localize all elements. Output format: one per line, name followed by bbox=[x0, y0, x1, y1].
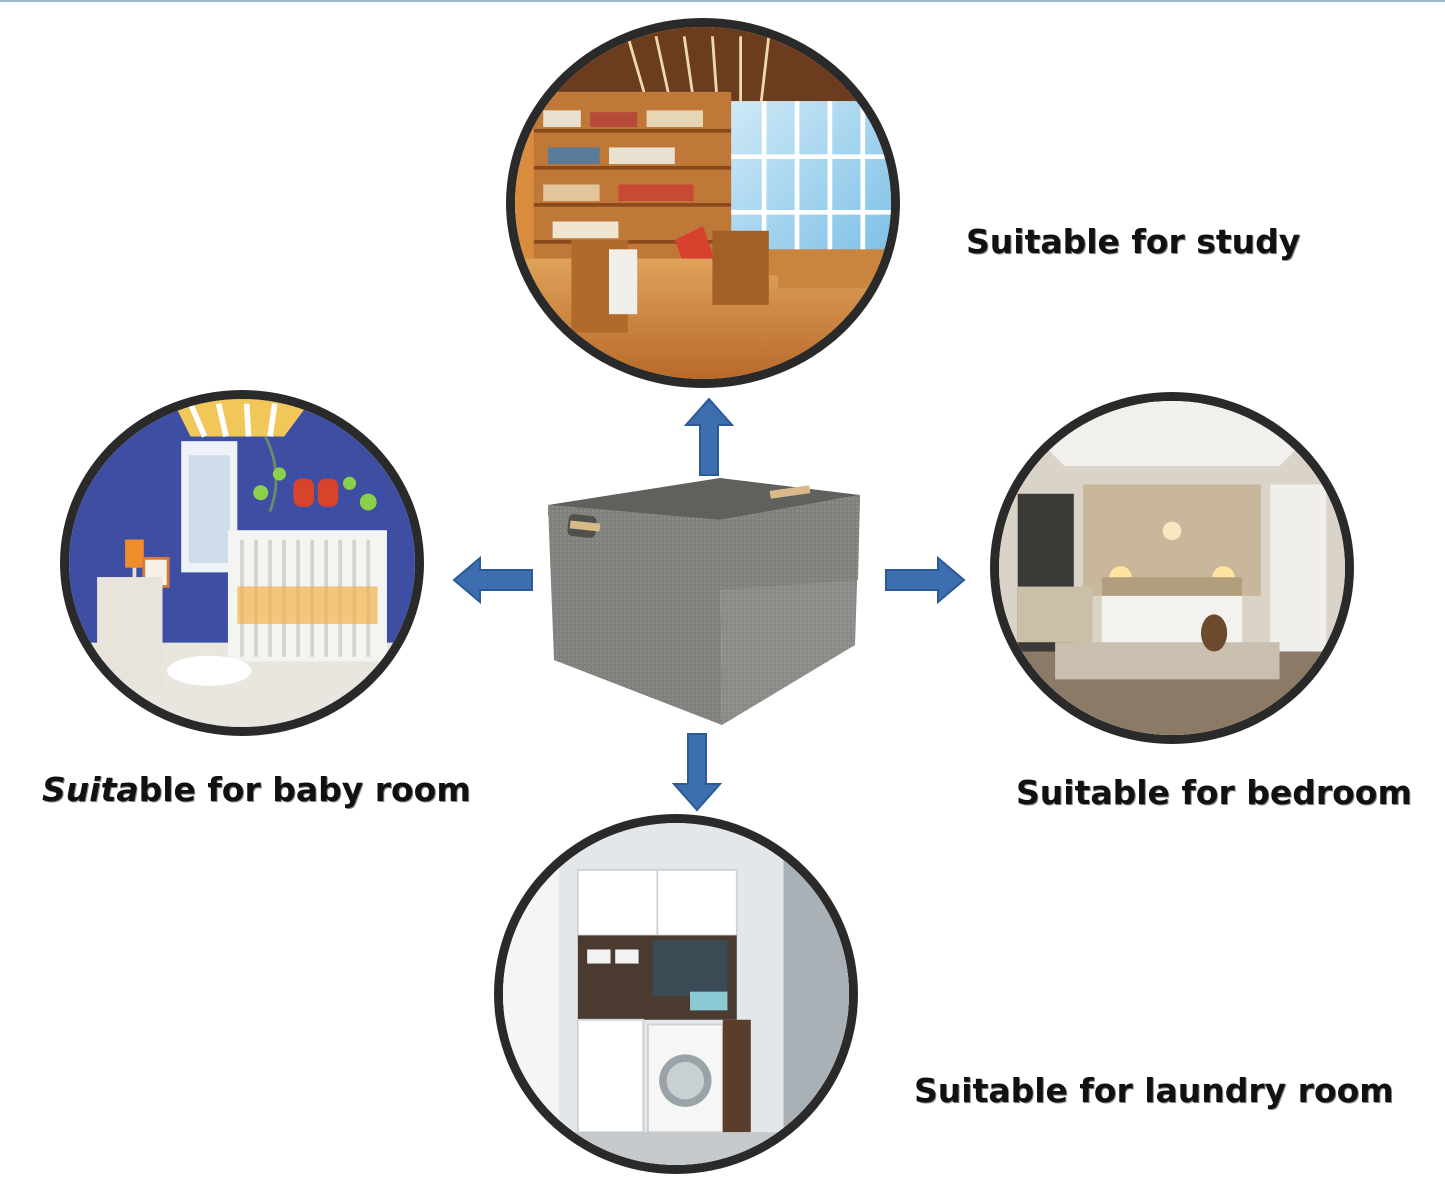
arrow-left-icon bbox=[452, 556, 534, 604]
caption-study: Suitable for study bbox=[966, 222, 1301, 261]
baby-room-photo bbox=[60, 390, 424, 736]
caption-laundry-room: Suitable for laundry room bbox=[914, 1071, 1394, 1110]
storage-box-product bbox=[540, 470, 870, 735]
arrow-down-icon bbox=[672, 732, 722, 812]
caption-baby-room-rest: ble for baby room bbox=[138, 770, 471, 809]
laundry-room-photo bbox=[494, 814, 858, 1174]
arrow-up-icon bbox=[684, 397, 734, 477]
caption-baby-room-italic: Suita bbox=[42, 770, 139, 809]
bedroom-photo bbox=[990, 392, 1354, 744]
study-photo bbox=[506, 18, 900, 388]
arrow-right-icon bbox=[884, 556, 966, 604]
top-border-line bbox=[0, 0, 1445, 2]
caption-baby-room: Suitable for baby room bbox=[42, 770, 471, 809]
caption-bedroom: Suitable for bedroom bbox=[1016, 773, 1412, 812]
